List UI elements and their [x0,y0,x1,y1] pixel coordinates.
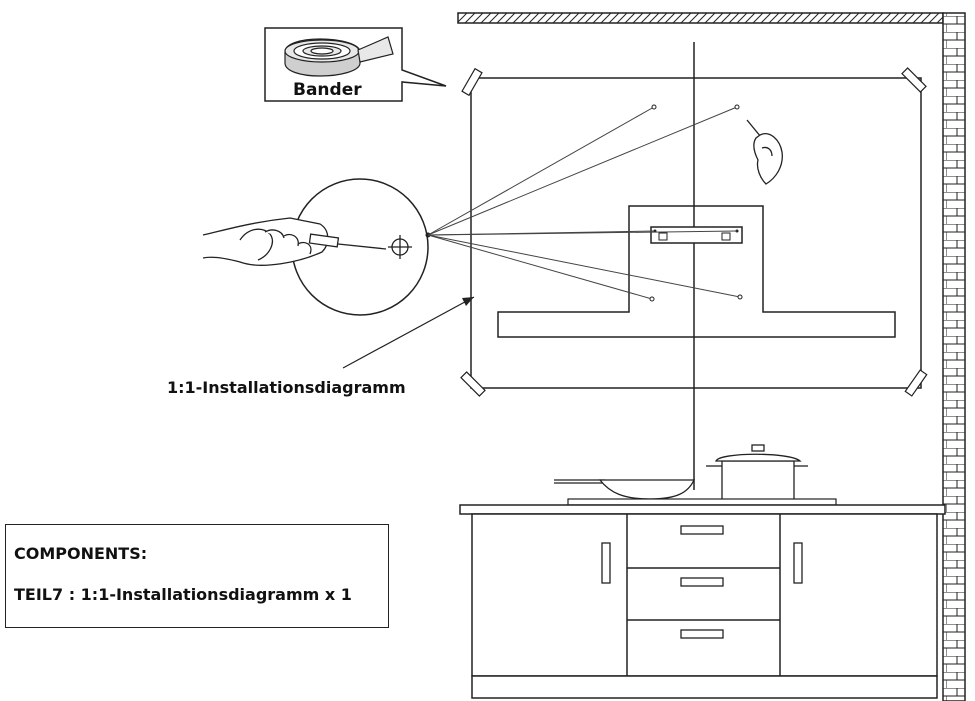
countertop [459,504,946,515]
frying-pan-icon [554,479,696,500]
ceiling [457,12,944,24]
label-leader-arrow [462,297,474,306]
diagram-label: 1:1-Installationsdiagramm [167,378,406,397]
drill-marks [649,104,743,302]
marking-lines [427,106,741,300]
cabinet-handles [601,525,803,639]
label-leader-line [342,296,475,369]
tape-callout-label: Bander [293,80,362,100]
components-box: COMPONENTS: TEIL7 : 1:1-Installationsdia… [5,524,389,628]
base-cabinet [471,513,938,677]
components-title: COMPONENTS: [14,544,148,563]
wall-bracket [650,226,743,244]
drill-hand-icon [202,217,412,266]
cooking-pot-icon [706,444,808,501]
tape-strips [460,67,928,397]
brick-wall [942,12,966,701]
components-item: TEIL7 : 1:1-Installationsdiagramm x 1 [14,585,352,604]
tape-roll-icon [284,36,394,77]
pen-hand-icon [746,119,783,185]
installation-template-sheet [470,77,922,389]
hood-outline [497,205,896,338]
tape-callout: Bander [264,27,447,102]
kickplate [471,675,938,699]
cooktop [567,498,837,506]
